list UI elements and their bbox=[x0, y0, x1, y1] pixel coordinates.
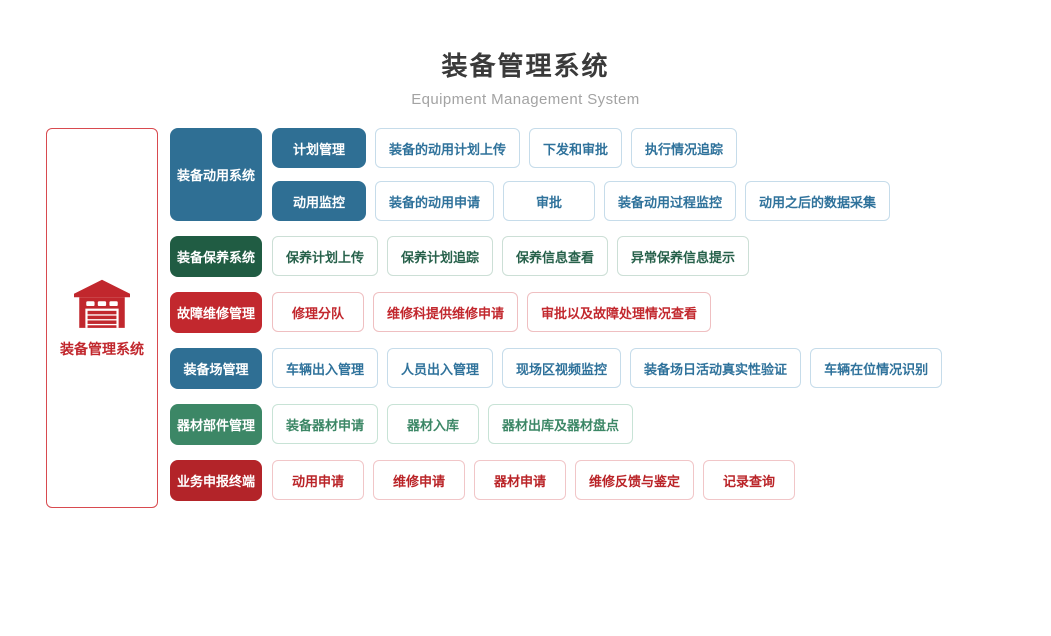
branch-rows: 保养计划上传保养计划追踪保养信息查看异常保养信息提示 bbox=[272, 236, 750, 277]
branch-row: 车辆出入管理人员出入管理现场区视频监控装备场日活动真实性验证车辆在位情况识别 bbox=[272, 348, 943, 388]
feature-node: 车辆在位情况识别 bbox=[810, 348, 943, 388]
feature-node: 维修申请 bbox=[373, 460, 465, 500]
feature-node: 保养计划上传 bbox=[272, 236, 379, 276]
branch-row: 修理分队维修科提供维修申请审批以及故障处理情况查看 bbox=[272, 292, 712, 332]
group-material-parts-management: 器材部件管理装备器材申请器材入库器材出库及器材盘点 bbox=[170, 404, 942, 445]
feature-node: 审批以及故障处理情况查看 bbox=[527, 292, 712, 332]
feature-node: 器材申请 bbox=[474, 460, 566, 500]
feature-node: 动用之后的数据采集 bbox=[745, 181, 891, 221]
group-fault-repair-management: 故障维修管理修理分队维修科提供维修申请审批以及故障处理情况查看 bbox=[170, 292, 942, 333]
group-equipment-maintenance-system: 装备保养系统保养计划上传保养计划追踪保养信息查看异常保养信息提示 bbox=[170, 236, 942, 277]
branch-row: 保养计划上传保养计划追踪保养信息查看异常保养信息提示 bbox=[272, 236, 750, 276]
branch-rows: 修理分队维修科提供维修申请审批以及故障处理情况查看 bbox=[272, 292, 712, 333]
page-header: 装备管理系统 Equipment Management System bbox=[0, 0, 1051, 108]
category-node-business-application-terminal: 业务申报终端 bbox=[170, 460, 262, 501]
feature-node: 装备的动用申请 bbox=[375, 181, 495, 221]
feature-node: 修理分队 bbox=[272, 292, 364, 332]
feature-node: 车辆出入管理 bbox=[272, 348, 379, 388]
branch-rows: 计划管理装备的动用计划上传下发和审批执行情况追踪动用监控装备的动用申请审批装备动… bbox=[272, 128, 891, 221]
feature-node: 记录查询 bbox=[703, 460, 796, 500]
branch-rows: 动用申请维修申请器材申请维修反馈与鉴定记录查询 bbox=[272, 460, 796, 501]
branch-rows: 车辆出入管理人员出入管理现场区视频监控装备场日活动真实性验证车辆在位情况识别 bbox=[272, 348, 943, 389]
feature-node: 器材入库 bbox=[387, 404, 480, 444]
branch-rows: 装备器材申请器材入库器材出库及器材盘点 bbox=[272, 404, 634, 445]
feature-node: 保养信息查看 bbox=[502, 236, 609, 276]
branch-row: 装备器材申请器材入库器材出库及器材盘点 bbox=[272, 404, 634, 444]
group-business-application-terminal: 业务申报终端动用申请维修申请器材申请维修反馈与鉴定记录查询 bbox=[170, 460, 942, 501]
branch-row: 计划管理装备的动用计划上传下发和审批执行情况追踪 bbox=[272, 128, 890, 168]
category-node-equipment-maintenance-system: 装备保养系统 bbox=[170, 236, 262, 277]
root-node-label: 装备管理系统 bbox=[60, 341, 144, 357]
category-node-fault-repair-management: 故障维修管理 bbox=[170, 292, 262, 333]
feature-node: 维修科提供维修申请 bbox=[373, 292, 519, 332]
group-equipment-yard-management: 装备场管理车辆出入管理人员出入管理现场区视频监控装备场日活动真实性验证车辆在位情… bbox=[170, 348, 943, 389]
branch-row: 动用申请维修申请器材申请维修反馈与鉴定记录查询 bbox=[272, 460, 796, 500]
feature-node: 装备场日活动真实性验证 bbox=[630, 348, 802, 388]
feature-node: 装备动用过程监控 bbox=[604, 181, 737, 221]
feature-node: 执行情况追踪 bbox=[631, 128, 738, 168]
feature-node: 维修反馈与鉴定 bbox=[575, 460, 695, 500]
group-equipment-mobilization-system: 装备动用系统计划管理装备的动用计划上传下发和审批执行情况追踪动用监控装备的动用申… bbox=[170, 128, 942, 221]
garage-icon bbox=[74, 279, 130, 328]
category-node-equipment-yard-management: 装备场管理 bbox=[170, 348, 262, 389]
feature-node: 装备的动用计划上传 bbox=[375, 128, 521, 168]
feature-node: 装备器材申请 bbox=[272, 404, 379, 444]
subcategory-node-mobilization-monitoring: 动用监控 bbox=[272, 181, 366, 221]
feature-node: 审批 bbox=[503, 181, 596, 221]
feature-node: 下发和审批 bbox=[529, 128, 623, 168]
root-node: 装备管理系统 bbox=[46, 128, 158, 508]
branch-row: 动用监控装备的动用申请审批装备动用过程监控动用之后的数据采集 bbox=[272, 181, 891, 221]
group-list: 装备动用系统计划管理装备的动用计划上传下发和审批执行情况追踪动用监控装备的动用申… bbox=[170, 128, 943, 501]
subcategory-node-plan-management: 计划管理 bbox=[272, 128, 366, 168]
feature-node: 动用申请 bbox=[272, 460, 364, 500]
category-node-equipment-mobilization-system: 装备动用系统 bbox=[170, 128, 262, 221]
feature-node: 器材出库及器材盘点 bbox=[488, 404, 634, 444]
feature-node: 保养计划追踪 bbox=[387, 236, 494, 276]
feature-node: 人员出入管理 bbox=[387, 348, 494, 388]
page-title: 装备管理系统 bbox=[441, 51, 610, 81]
category-node-material-parts-management: 器材部件管理 bbox=[170, 404, 262, 445]
feature-node: 异常保养信息提示 bbox=[617, 236, 750, 276]
feature-node: 现场区视频监控 bbox=[502, 348, 622, 388]
page-subtitle: Equipment Management System bbox=[411, 91, 640, 108]
